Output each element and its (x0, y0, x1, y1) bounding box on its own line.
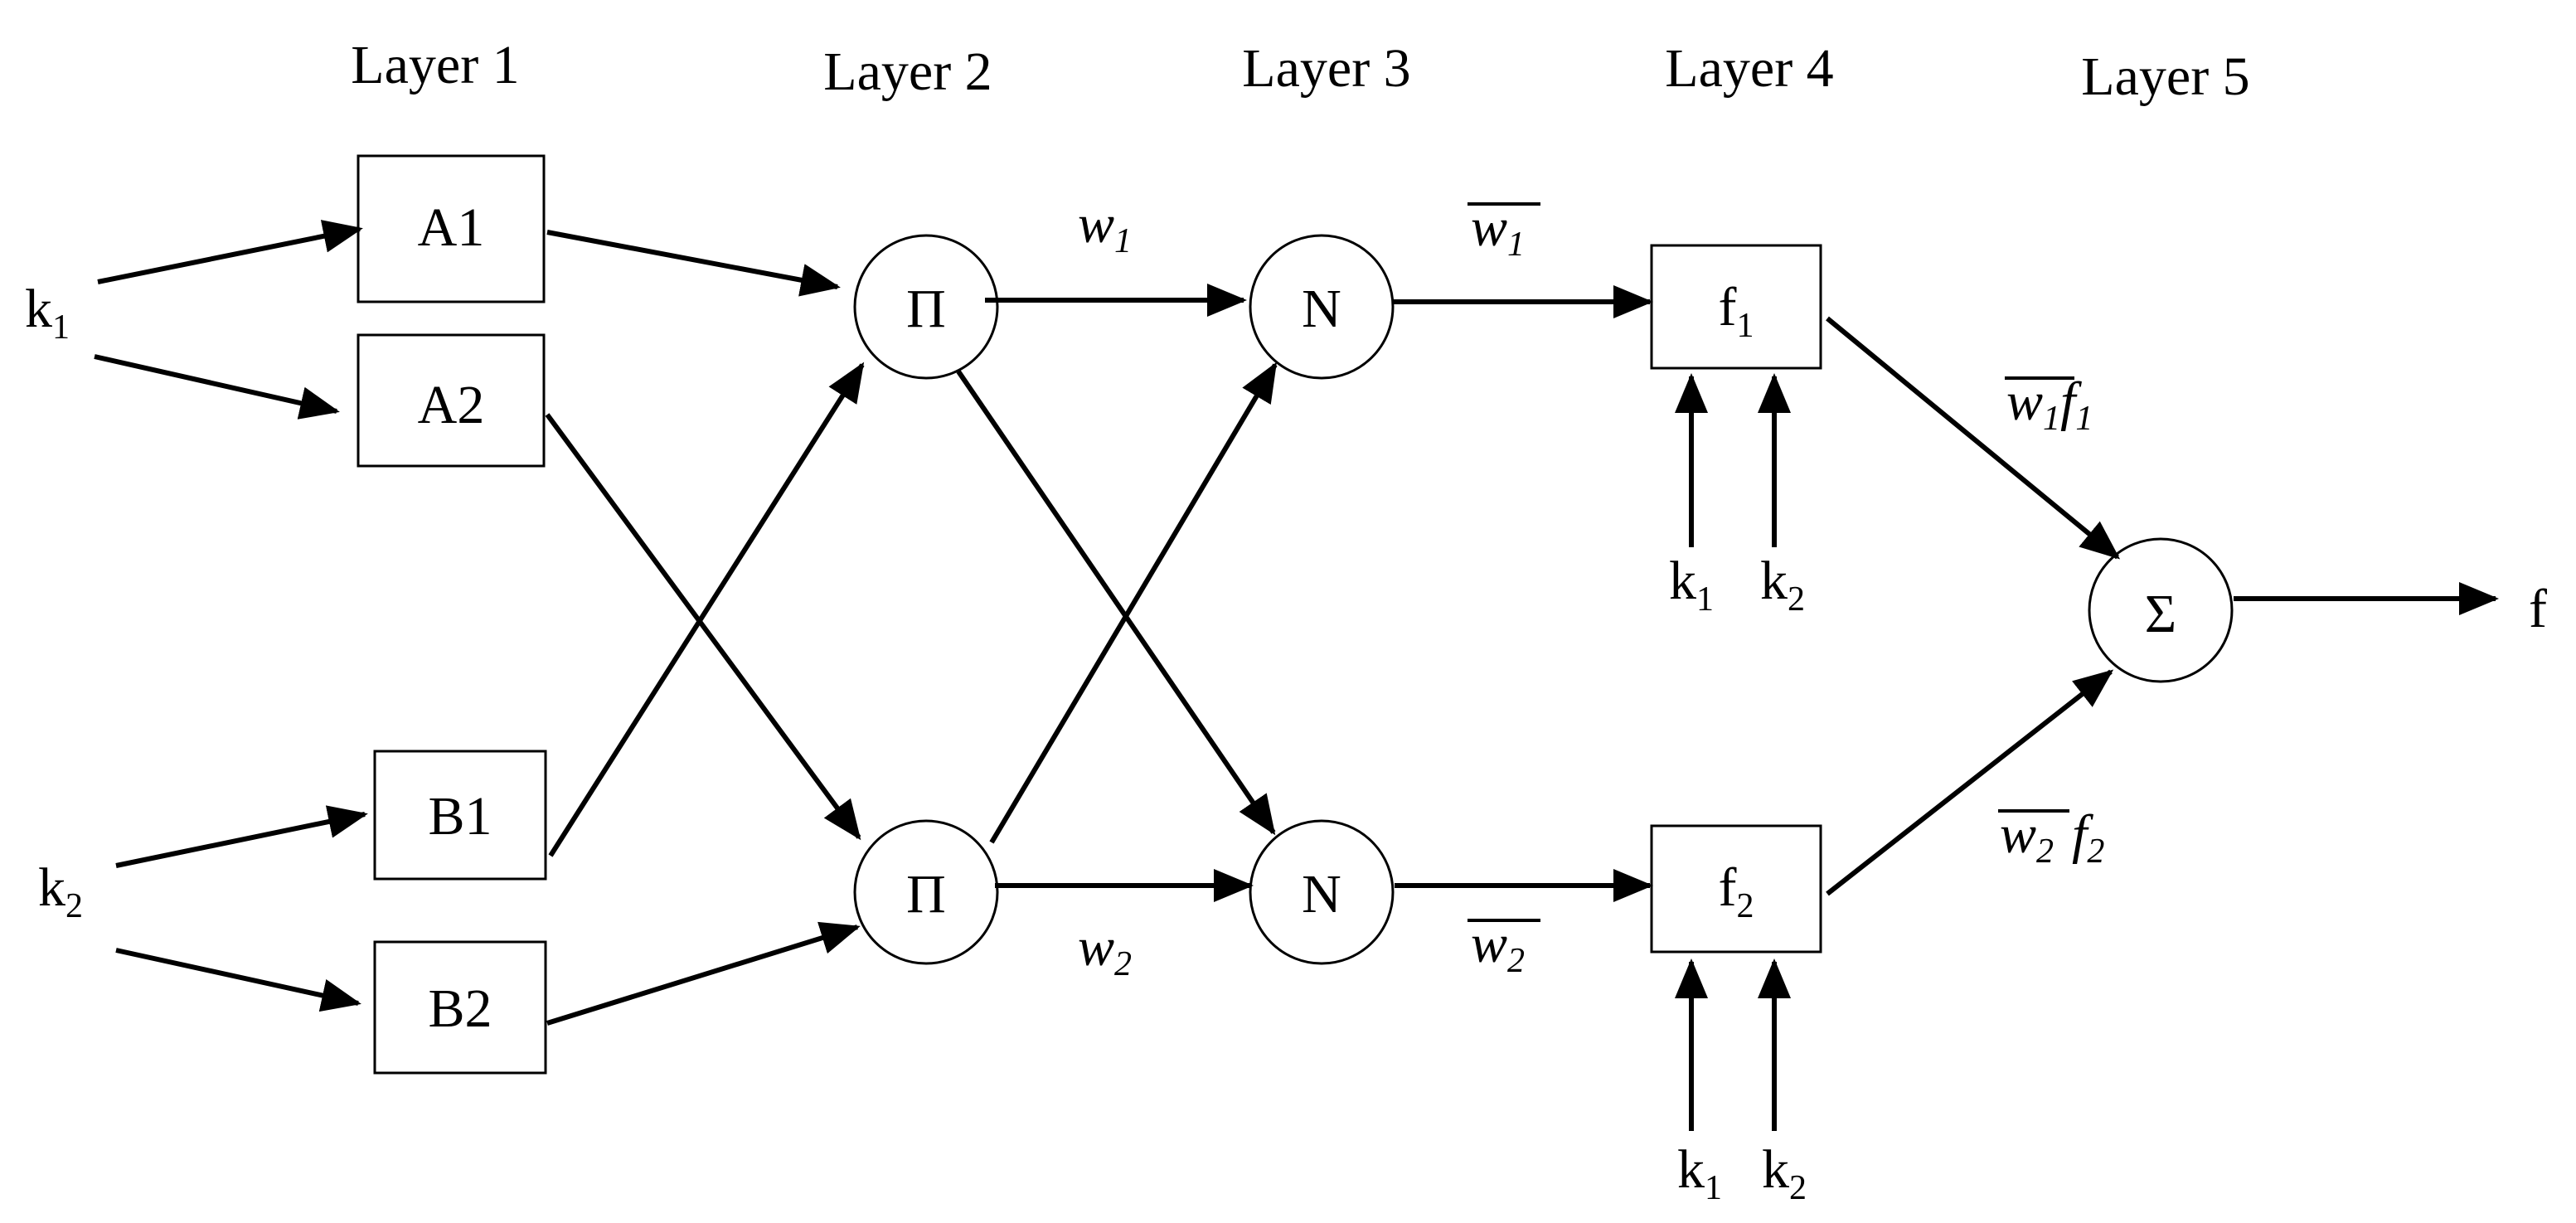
node-b2-label: B2 (428, 978, 492, 1039)
node-n-top-circle (1249, 234, 1395, 380)
edge-a2-pi-bottom (545, 413, 861, 841)
edge-f1-sigma (1826, 316, 2121, 560)
f1-input-k1-label: k1 (1669, 551, 1714, 619)
input-k1: k1 (25, 279, 70, 347)
edge-k1-a2 (94, 354, 340, 420)
edge-f2-sigma (1826, 669, 2114, 896)
node-n-bottom-label: N (1302, 864, 1341, 925)
f2-input-k1-label: k1 (1677, 1139, 1722, 1207)
f1-input-k2-label: k2 (1760, 551, 1805, 619)
edge-pi-top-n-bottom (956, 370, 1276, 836)
node-pi-top-label: Π (906, 279, 946, 339)
node-a2-label: A2 (418, 375, 485, 435)
layer-2-title: Layer 2 (823, 41, 992, 102)
layer-3-title: Layer 3 (1242, 38, 1410, 99)
label-w1f1: w1f1 (2006, 371, 2093, 438)
node-f1-label: f1 (1719, 277, 1754, 345)
label-w2: w2 (1078, 917, 1132, 983)
output-f-label: f (2529, 579, 2547, 639)
edge-b1-pi-top (548, 362, 865, 857)
node-pi-bottom-circle (853, 819, 999, 965)
node-b1-box (373, 750, 547, 881)
input-k2: k2 (38, 857, 83, 925)
layer-5-title: Layer 5 (2081, 46, 2249, 107)
label-w1: w1 (1078, 194, 1132, 260)
node-sigma-circle (2088, 537, 2234, 683)
label-w2bar: w2 (1471, 914, 1525, 980)
node-pi-bottom-label: Π (906, 864, 946, 925)
node-sigma-label: Σ (2145, 584, 2176, 644)
f2-input-k2-label: k2 (1762, 1139, 1807, 1207)
node-a2-box (357, 333, 546, 468)
layer-4-title: Layer 4 (1665, 38, 1833, 99)
layer-1-title: Layer 1 (351, 35, 519, 95)
node-n-top-label: N (1302, 279, 1341, 339)
node-f2-label: f2 (1719, 857, 1754, 925)
node-a1-label: A1 (418, 197, 485, 258)
node-f2-box (1650, 824, 1822, 954)
edge-pi-bottom-n-top (989, 362, 1278, 844)
label-w1bar: w1 (1471, 197, 1525, 264)
edge-b2-pi-bottom (546, 921, 861, 1026)
node-b2-box (373, 940, 547, 1075)
edge-a1-pi-top (546, 230, 841, 297)
node-f1-box (1650, 244, 1822, 370)
node-b1-label: B1 (428, 786, 492, 847)
node-pi-top-circle (853, 234, 999, 380)
edge-k2-b2 (115, 948, 361, 1012)
node-a1-box (357, 154, 546, 303)
edge-k2-b1 (115, 805, 368, 868)
edge-k1-a1 (97, 220, 363, 284)
